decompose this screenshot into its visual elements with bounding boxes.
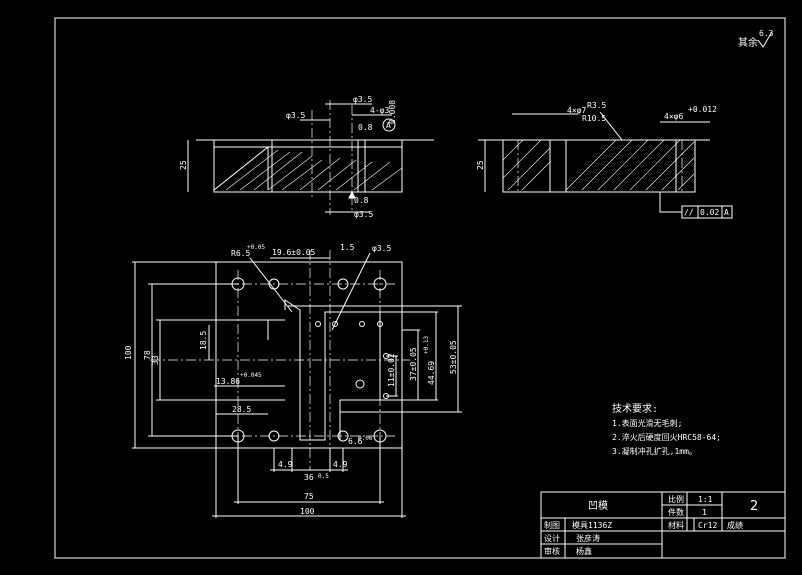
- dim-33: 33: [151, 355, 160, 365]
- material-label: 材料: [668, 520, 684, 530]
- roughness-symbol: 其余 6.3: [738, 29, 774, 49]
- part-name: 凹模: [588, 500, 608, 512]
- front-dim-tol: 0.008: [388, 100, 397, 124]
- mark-label: 成绩: [727, 520, 743, 530]
- check-label: 审核: [544, 546, 560, 556]
- tech-title: 技术要求:: [612, 402, 658, 415]
- side-height-dim: 25: [476, 160, 485, 170]
- dim-13-86: 13.86: [216, 377, 240, 386]
- dim-0-06: 0.06: [358, 435, 373, 442]
- side-dim-holes7: 4×φ7: [567, 106, 586, 115]
- dim-19-6: 19.6±0.05: [272, 248, 316, 257]
- datum-a-circle: [382, 118, 396, 132]
- dim-37: 37±0.05: [409, 347, 418, 381]
- qty-value: 1: [702, 508, 707, 517]
- material-value: Cr12: [698, 521, 717, 530]
- plate-outline: [215, 261, 403, 449]
- title-block: 凹模 比例 1:1 件数 1 材料 Cr12 成绩 2 制图 模具1136Z 设…: [540, 491, 786, 559]
- drawn-label: 制图: [544, 520, 560, 530]
- design-value: 张彦涛: [576, 533, 600, 543]
- front-datum-label: A: [386, 121, 391, 130]
- roughness-label: 其余: [738, 36, 758, 49]
- front-dim-d35b: φ3.5: [353, 95, 372, 104]
- dim-4-9-right: 4.9: [333, 460, 348, 469]
- dim-0-5: 0.5: [318, 473, 329, 480]
- dim-53: 53±0.05: [449, 340, 458, 374]
- side-dim-r105: R10.5: [582, 114, 606, 123]
- design-label: 设计: [544, 533, 560, 543]
- side-dim-holes6: 4×φ6: [664, 112, 683, 121]
- dim-11: 11±0.02: [387, 353, 396, 387]
- dim-78: 78: [143, 350, 152, 360]
- parallelism-frame: // 0.02 A: [681, 205, 733, 219]
- front-dim-holes: 4-φ3: [370, 106, 389, 115]
- tech-item-1: 1.表面光滑无毛刺;: [612, 418, 682, 428]
- drawing-border: [54, 17, 786, 559]
- technical-requirements: 技术要求: 1.表面光滑无毛刺; 2.淬火后硬度回火HRC58-64; 3.凝制…: [612, 402, 721, 456]
- front-dim-d35c: φ3.5: [354, 210, 373, 219]
- side-section-view: 4×φ7 R3.5 R10.5 4×φ6 +0.012 25 // 0.02 A: [476, 101, 733, 219]
- check-value: 杨鑫: [576, 546, 592, 556]
- roughness-value: 6.3: [759, 29, 774, 38]
- dim-4-9-left: 4.9: [278, 460, 293, 469]
- dim-28-5: 28.5: [232, 405, 251, 414]
- die-opening: [284, 299, 381, 441]
- svg-text:A: A: [724, 208, 729, 217]
- tech-item-3: 3.凝制冲孔扩孔,1mm。: [612, 446, 697, 456]
- dim-r6-5-tol: +0.05: [247, 244, 265, 251]
- dim-1-5: 1.5: [340, 243, 355, 252]
- dim-r6-5: R6.5: [231, 249, 250, 258]
- sheet-number: 2: [750, 499, 758, 514]
- plan-view: 100 78 33 18.5 13.86 +0.045 28.5 R6.5 +0…: [124, 243, 462, 518]
- qty-label: 件数: [668, 507, 684, 517]
- front-height-dim: 25: [179, 160, 188, 170]
- dim-18-5: 18.5: [199, 331, 208, 350]
- front-dim-d35: φ3.5: [286, 111, 305, 120]
- dim-75: 75: [304, 492, 314, 501]
- front-section-view: 25 φ3.5 φ3.5 4-φ3 0.8 A 0.008 0.8 φ3.5: [179, 95, 434, 219]
- side-dim-holes6-tol: +0.012: [688, 105, 717, 114]
- dim-6-6: 6.6: [348, 437, 363, 446]
- dim-100-horizontal: 100: [300, 507, 315, 516]
- dim-36: 36: [304, 473, 314, 482]
- front-dim-d08a: 0.8: [358, 123, 373, 132]
- side-dim-r35: R3.5: [587, 101, 606, 110]
- scale-value: 1:1: [698, 495, 713, 504]
- svg-text:0.02: 0.02: [700, 208, 719, 217]
- dim-100-vertical: 100: [124, 345, 133, 360]
- dim-d3-5: φ3.5: [372, 244, 391, 253]
- front-dim-d08b: 0.8: [354, 196, 369, 205]
- drawn-value: 模具1136Z: [572, 520, 612, 530]
- dim-13-86-tol: +0.045: [240, 372, 262, 379]
- dim-44-69-tol: +0.13: [423, 336, 430, 354]
- tech-item-2: 2.淬火后硬度回火HRC58-64;: [612, 432, 721, 442]
- scale-label: 比例: [668, 494, 684, 504]
- dim-44-69: 44.69: [427, 361, 436, 385]
- svg-text://: //: [684, 208, 694, 217]
